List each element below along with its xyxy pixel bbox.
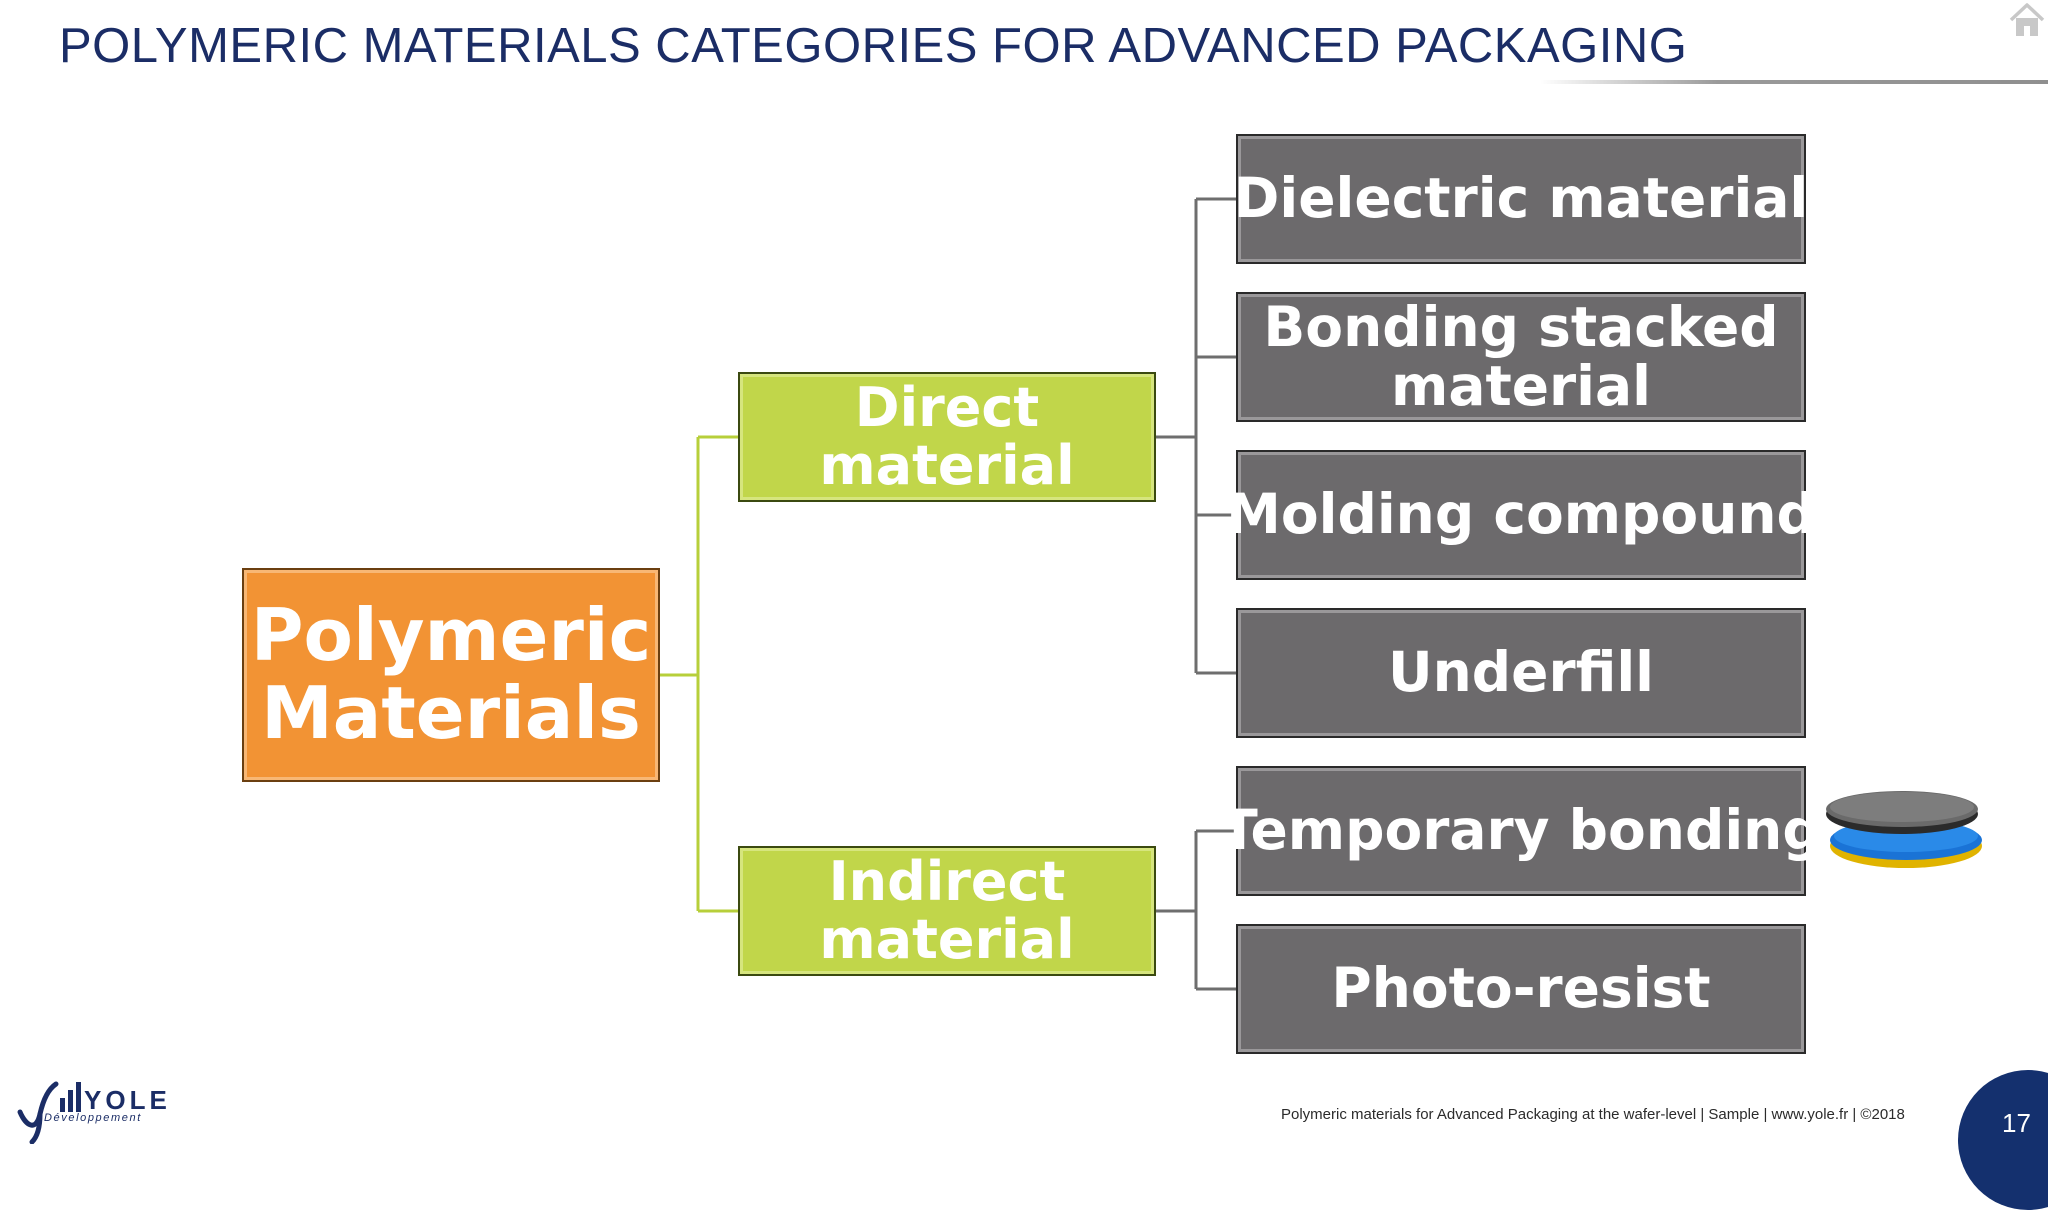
title-underline [1540, 80, 2048, 84]
page-number: 17 [2002, 1108, 2031, 1138]
node-label-line: Direct [854, 375, 1040, 439]
node-molding-compound: Molding compound [1226, 450, 1816, 580]
node-indirect-material: Indirect material [738, 846, 1156, 976]
logo-subtitle: Développement [44, 1112, 142, 1124]
node-bonding-stacked-material: Bonding stacked material [1236, 292, 1806, 422]
footer-text: Polymeric materials for Advanced Packagi… [1281, 1106, 1905, 1123]
node-direct-material: Direct material [738, 372, 1156, 502]
node-label-line: Underfill [1387, 640, 1655, 705]
node-label-line: Dielectric material [1233, 166, 1809, 231]
node-photo-resist: Photo-resist [1236, 924, 1806, 1054]
node-dielectric-material: Dielectric material [1233, 134, 1809, 264]
tree-connectors [660, 197, 1236, 991]
yole-logo-icon [17, 1081, 81, 1144]
node-label-line: Materials [261, 671, 641, 755]
logo-wordmark: YOLE [84, 1085, 171, 1115]
node-label-line: Photo-resist [1331, 956, 1711, 1021]
node-label-line: Molding compound [1226, 482, 1816, 547]
slide-title: POLYMERIC MATERIALS CATEGORIES FOR ADVAN… [59, 19, 1688, 73]
node-label-line: Bonding stacked [1263, 294, 1779, 359]
home-icon[interactable] [2008, 2, 2046, 38]
node-label-line: Temporary bonding [1220, 798, 1822, 863]
wafer-stack-icon [1826, 791, 1982, 868]
node-temporary-bonding: Temporary bonding [1220, 766, 1822, 896]
node-label-line: material [1391, 354, 1651, 418]
node-label-line: Polymeric [250, 593, 652, 678]
node-label-line: Indirect [828, 849, 1066, 913]
node-polymeric-materials: Polymeric Materials [242, 568, 660, 782]
node-label-line: material [819, 908, 1075, 971]
node-underfill: Underfill [1236, 608, 1806, 738]
node-label-line: material [819, 434, 1075, 497]
